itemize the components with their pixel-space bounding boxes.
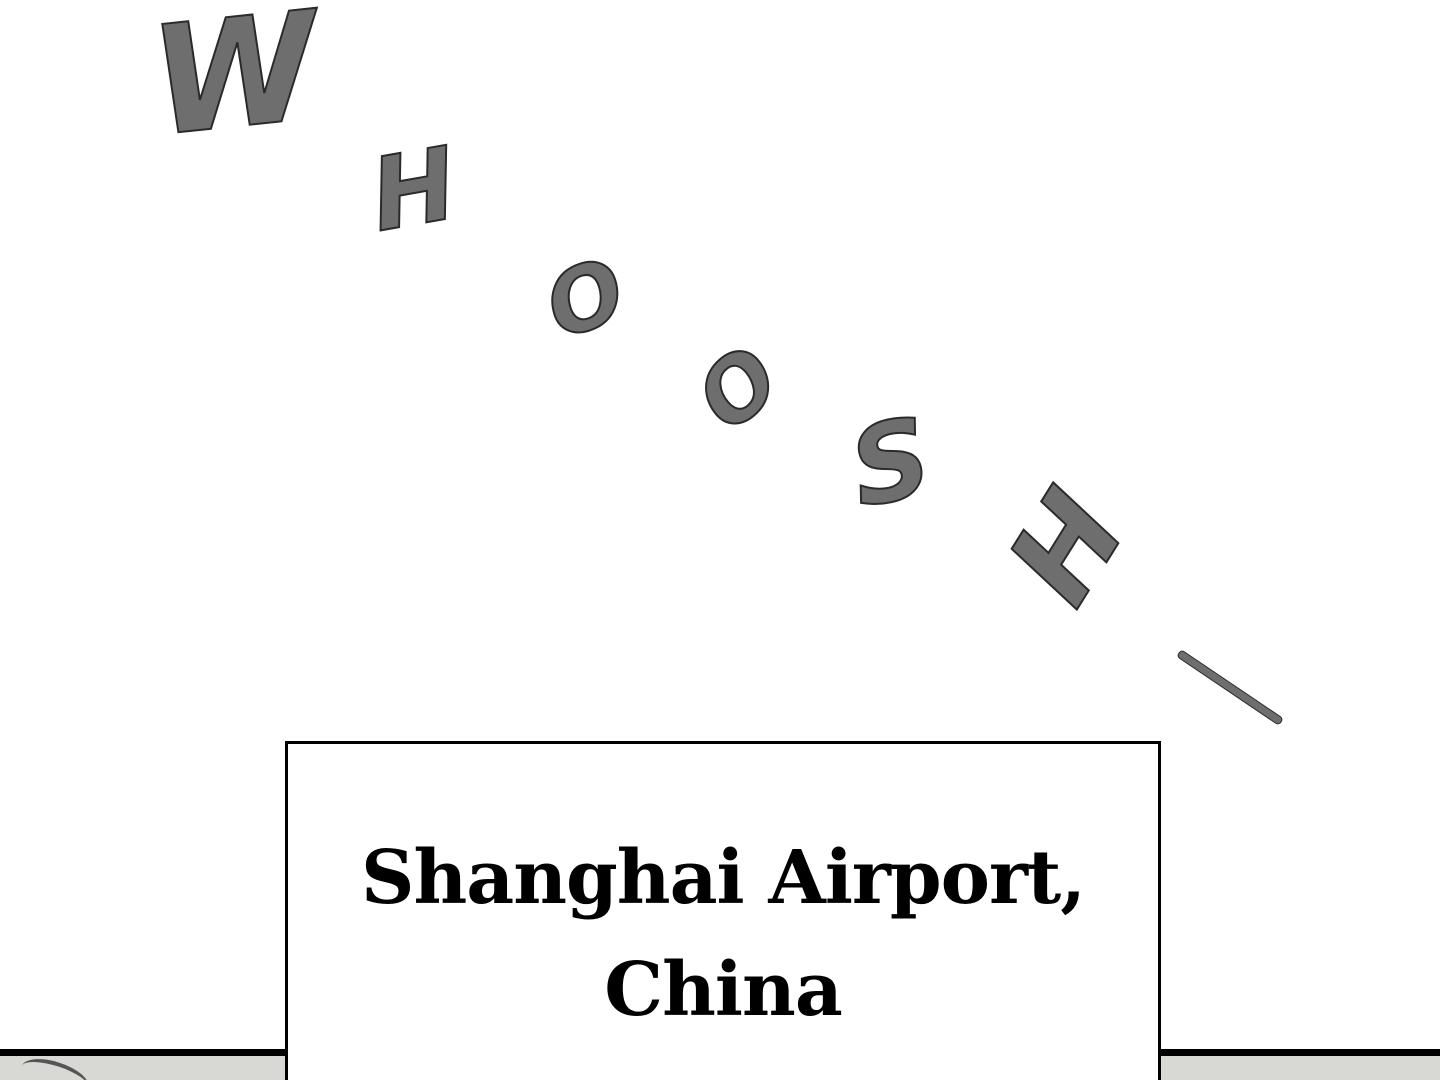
- next-panel-art-left: [0, 1056, 290, 1080]
- location-caption-box: Shanghai Airport, China: [285, 741, 1161, 1080]
- next-panel-art-right: [1160, 1056, 1440, 1080]
- sfx-letter-s: S: [839, 393, 943, 533]
- sfx-letter-o-second: O: [677, 326, 799, 452]
- caption-line-2: China: [604, 947, 843, 1033]
- sfx-letter-w: W: [142, 0, 327, 171]
- caption-line-1: Shanghai Airport,: [361, 835, 1086, 921]
- sfx-dash-stroke: [1176, 649, 1284, 726]
- sfx-letter-h: H: [361, 124, 466, 256]
- sfx-letter-h-second: H: [981, 467, 1154, 628]
- panel-border-right: [1160, 1049, 1440, 1056]
- location-caption-text: Shanghai Airport, China: [288, 822, 1158, 1046]
- sfx-letter-o: O: [533, 237, 638, 360]
- panel-border-left: [0, 1049, 290, 1056]
